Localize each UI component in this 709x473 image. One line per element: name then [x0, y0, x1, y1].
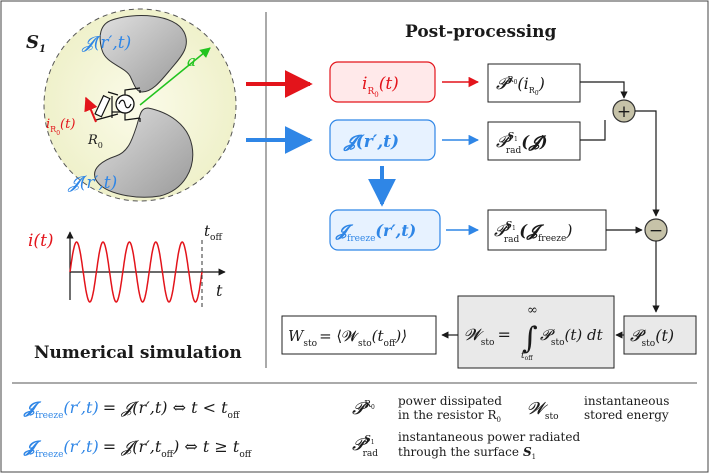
resistor-label: R0	[87, 133, 103, 150]
box-current-density	[329, 119, 436, 161]
source-current-label: iR0(t)	[46, 117, 75, 137]
source-leads	[124, 87, 141, 121]
integral-upper-limit: ∞	[527, 303, 538, 318]
ac-source-wave	[118, 99, 132, 109]
current-label-top: 𝓙(r′,t)	[81, 33, 131, 53]
plot-xlabel: t	[216, 281, 223, 300]
legend-eq-1: 𝓙freeze(r′,t)= 𝓙(r′,t) ⇔ t < toff	[23, 398, 240, 421]
difference-node-symbol: −	[649, 221, 663, 241]
box-stored-energy-integral-lhs: 𝓦sto=	[464, 325, 511, 348]
post-processing-title: Post-processing	[405, 22, 556, 42]
legend-desc-W-1: instantaneous	[584, 394, 669, 408]
source-wire	[111, 90, 141, 122]
box-stored-energy-text: Wsto= ⟨𝓦sto(toff)⟩	[288, 327, 407, 349]
box-power-radiated	[487, 121, 581, 161]
box-frozen-current	[329, 209, 441, 251]
box-power-radiated-frozen	[487, 209, 607, 251]
box-source-current-text: iR0(t)	[362, 74, 399, 99]
conductor-top	[99, 15, 187, 93]
box-power-resistor	[487, 63, 581, 103]
wire-PR0-to-sum	[580, 81, 628, 99]
resistor-icon	[94, 94, 111, 118]
box-source-current	[329, 61, 436, 103]
conductor-bottom	[94, 107, 194, 198]
legend-desc-PR0-2: in the resistor R0	[398, 408, 501, 424]
box-stored-energy-integral	[457, 295, 615, 369]
integrand-text: 𝓟sto(t) dt	[540, 326, 604, 348]
resistor-leads	[95, 91, 119, 121]
radius-arrow	[139, 47, 211, 106]
wire-sum-to-diff	[635, 110, 660, 217]
current-label-bottom: 𝓙(r′,t)	[67, 173, 117, 193]
integral-sign: ∫	[522, 321, 538, 356]
legend-desc-W-2: stored energy	[584, 408, 669, 422]
box-stored-power	[623, 315, 697, 355]
legend-sym-W: 𝓦sto	[527, 399, 558, 422]
sine-wave	[69, 241, 203, 303]
wire-Prad-to-sum	[580, 120, 606, 141]
source-current-arrow	[84, 96, 98, 123]
box-stored-energy	[281, 315, 437, 355]
sum-node-symbol: +	[617, 102, 631, 122]
caption-numerical-simulation: Numerical simulation	[34, 343, 242, 363]
simulation-sphere	[43, 8, 237, 202]
radius-label: a	[187, 52, 196, 70]
current-time-plot	[66, 231, 226, 310]
legend-desc-Prad-1: instantaneous power radiated	[398, 430, 580, 444]
plot-ylabel: i(t)	[28, 231, 54, 251]
integral-lower-limit: toff	[521, 351, 533, 362]
box-current-density-text: 𝓙(r′,t)	[343, 132, 399, 152]
surface-label: S1	[26, 32, 46, 55]
plot-toff-label: toff	[204, 222, 222, 243]
legend-desc-PR0-1: power dissipated	[398, 394, 502, 408]
